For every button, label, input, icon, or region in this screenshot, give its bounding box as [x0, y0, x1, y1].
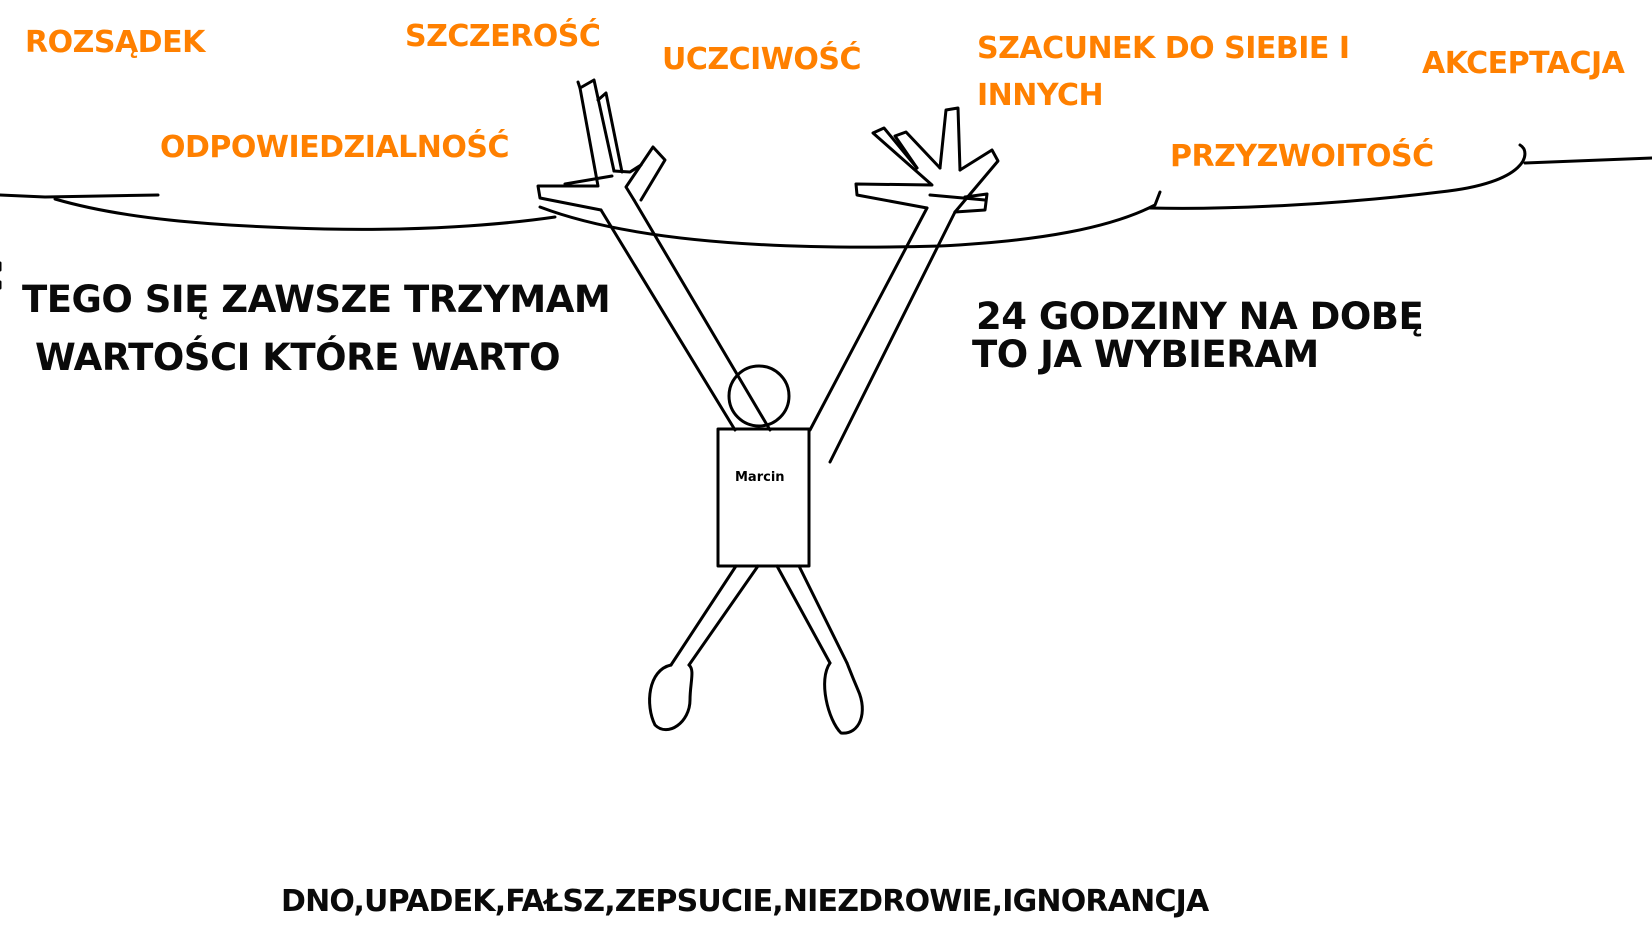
torso — [716, 427, 811, 568]
value-przyzwoitosc: PRZYZWOITOŚĆ — [1170, 139, 1434, 174]
right-arm — [808, 206, 957, 464]
left-arm — [599, 198, 772, 432]
right-leg — [775, 564, 864, 735]
value-rozsadek: ROZSĄDEK — [25, 25, 205, 60]
left-motto-line2: WARTOŚCI KTÓRE WARTO — [35, 336, 561, 379]
value-szacunek: SZACUNEK DO SIEBIE I — [977, 31, 1350, 66]
value-odpowiedzialnosc: ODPOWIEDZIALNOŚĆ — [160, 130, 510, 165]
value-akceptacja: AKCEPTACJA — [1422, 46, 1625, 81]
left-motto-line1: TEGO SIĘ ZAWSZE TRZYMAM — [22, 278, 611, 321]
value-uczciwosc: UCZCIWOŚĆ — [662, 42, 862, 77]
right-hand — [854, 106, 1000, 214]
head — [727, 364, 791, 428]
figure-name-label: Marcin — [735, 470, 785, 485]
right-motto-line1: 24 GODZINY NA DOBĘ — [976, 295, 1424, 338]
value-szacunek-line2: INNYCH — [977, 78, 1104, 113]
left-hand — [536, 78, 667, 212]
bottom-text: DNO,UPADEK,FAŁSZ,ZEPSUCIE,NIEZDROWIE,IGN… — [281, 884, 1209, 919]
rope-line — [0, 143, 1652, 290]
left-leg — [648, 564, 760, 732]
right-motto-line2: TO JA WYBIERAM — [972, 333, 1319, 376]
value-szczerosc: SZCZEROŚĆ — [405, 19, 601, 54]
